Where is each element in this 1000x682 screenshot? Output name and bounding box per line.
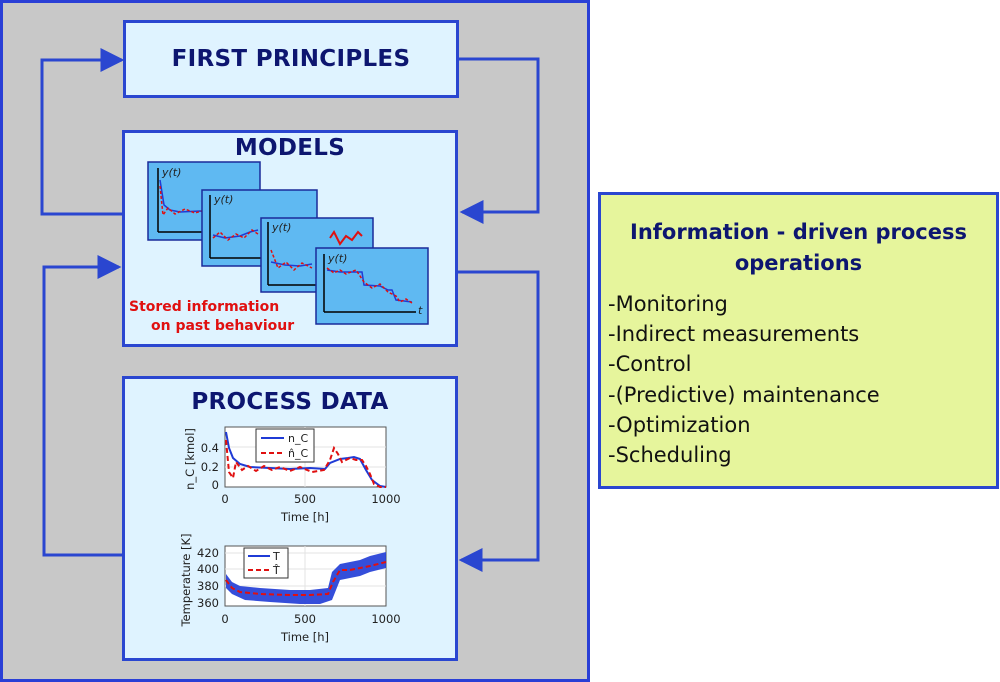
information-title-line1: Information - driven process <box>630 220 967 244</box>
operation-item: -Optimization <box>608 412 751 437</box>
nc-ytick-2: 0.2 <box>201 460 219 474</box>
temp-xlabel: Time [h] <box>280 630 329 644</box>
operations-list: -Monitoring -Indirect measurements -Cont… <box>608 289 880 470</box>
information-title: Information - driven process operations <box>601 217 996 279</box>
feedback-arrow-process-to-models <box>42 255 122 557</box>
information-title-line2: operations <box>734 251 863 275</box>
temp-ytick-3: 380 <box>197 579 219 593</box>
temp-ytick-1: 420 <box>197 546 219 560</box>
models-title: MODELS <box>234 135 346 161</box>
nc-xtick-2: 500 <box>294 492 316 506</box>
nc-legend-1: n_C <box>288 432 308 445</box>
temp-xtick-2: 500 <box>294 612 316 626</box>
process-data-box: PROCESS DATA <box>122 376 458 661</box>
temp-xtick-3: 1000 <box>371 612 400 626</box>
temp-xtick-1: 0 <box>221 612 228 626</box>
mini-plot-2-ylabel: y(t) <box>213 193 233 206</box>
first-principles-box: FIRST PRINCIPLES <box>123 20 459 98</box>
temp-ytick-2: 400 <box>197 562 219 576</box>
nc-ylabel: n_C [kmol] <box>183 428 197 490</box>
operation-item: -Control <box>608 352 692 377</box>
mini-plot-1-ylabel: y(t) <box>161 166 181 179</box>
mini-plot-4-ylabel: y(t) <box>327 252 347 265</box>
nc-xtick-3: 1000 <box>371 492 400 506</box>
mini-plot-4-xlabel: t <box>418 304 423 317</box>
temp-ylabel: Temperature [K] <box>179 533 193 627</box>
mini-plot-4: y(t) t <box>315 247 429 325</box>
temp-ytick-4: 360 <box>197 596 219 610</box>
mini-plot-3-ylabel: y(t) <box>271 221 291 234</box>
nc-plot: 0.4 0.2 0 0 500 1000 Time [h] n_C [kmol]… <box>183 426 401 524</box>
nc-xlabel: Time [h] <box>280 510 329 524</box>
temperature-plot: 420 400 380 360 0 500 1000 Time [h] Temp… <box>179 533 401 644</box>
nc-ytick-1: 0.4 <box>201 441 219 455</box>
nc-xtick-1: 0 <box>221 492 228 506</box>
operation-item: -(Predictive) maintenance <box>608 382 880 407</box>
nc-ytick-3: 0 <box>212 478 219 492</box>
arrow-first-to-models <box>459 57 540 224</box>
arrow-models-to-process <box>458 270 540 572</box>
first-principles-title: FIRST PRINCIPLES <box>171 46 411 72</box>
temp-legend-1: T <box>272 550 280 563</box>
operation-item: -Indirect measurements <box>608 322 860 347</box>
process-data-title: PROCESS DATA <box>191 389 389 415</box>
feedback-arrow-models-to-first <box>40 48 125 216</box>
stored-info-line2: on past behaviour <box>151 318 295 334</box>
operation-item: -Monitoring <box>608 292 728 316</box>
nc-legend-2: n̂_C <box>288 447 308 460</box>
operation-item: -Scheduling <box>608 443 732 468</box>
information-box: Information - driven process operations … <box>598 192 999 489</box>
stored-info-line1: Stored information <box>129 299 280 315</box>
temp-legend-2: T̂ <box>272 564 280 577</box>
